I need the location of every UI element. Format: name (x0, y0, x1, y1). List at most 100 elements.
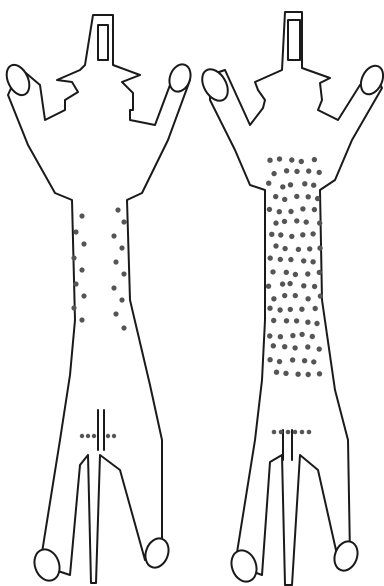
dot (294, 169, 299, 174)
dot (299, 307, 304, 312)
dot (307, 430, 312, 435)
dot (115, 207, 120, 212)
dot (317, 170, 322, 175)
dot (81, 241, 86, 246)
dot (318, 293, 323, 298)
dot (92, 434, 96, 438)
dot (271, 296, 276, 301)
dot (292, 345, 297, 350)
dot (306, 372, 311, 377)
dot (312, 207, 317, 212)
dot (295, 372, 300, 377)
dot (79, 317, 84, 322)
dot (299, 159, 304, 164)
right-figure-body-outline (210, 12, 382, 585)
dot (271, 171, 276, 176)
dot (311, 359, 316, 364)
dot (283, 371, 288, 376)
dot (273, 194, 278, 199)
dot (282, 197, 287, 202)
dot (79, 213, 84, 218)
left-hand-right (166, 61, 194, 94)
dot (284, 168, 289, 173)
dot (269, 232, 274, 237)
dot (317, 220, 322, 225)
right-foot-left (227, 547, 260, 585)
dot (294, 194, 299, 199)
dot (282, 246, 287, 251)
dot (79, 267, 84, 272)
dot (266, 284, 271, 289)
dot (277, 156, 282, 161)
dot (267, 158, 272, 163)
dot (306, 168, 311, 173)
dot (277, 359, 282, 364)
dot (310, 259, 315, 264)
dot (73, 229, 78, 234)
dot (112, 434, 116, 438)
dot (278, 334, 283, 339)
dot (299, 332, 304, 337)
dot (307, 246, 312, 251)
dot (267, 333, 272, 338)
dot (312, 284, 317, 289)
dot (113, 311, 118, 316)
dot (289, 234, 294, 239)
dot (310, 334, 315, 339)
dot (121, 271, 126, 276)
dot (111, 233, 116, 238)
dot (119, 245, 124, 250)
dot (305, 271, 310, 276)
dot (267, 306, 272, 311)
dot (290, 357, 295, 362)
left-foot-left (30, 546, 63, 584)
dot (300, 232, 305, 237)
dot (268, 255, 273, 260)
dot (313, 306, 318, 311)
dot (71, 255, 76, 260)
dot (80, 434, 84, 438)
dot (282, 344, 287, 349)
dot (305, 320, 310, 325)
dot (288, 182, 293, 187)
dot (121, 325, 126, 330)
dot (302, 358, 307, 363)
dot (86, 434, 90, 438)
dot (111, 285, 116, 290)
dot (273, 243, 278, 248)
dot (267, 357, 272, 362)
dot (119, 297, 124, 302)
dot (314, 321, 319, 326)
dot (300, 206, 305, 211)
dot (317, 270, 322, 275)
dot (317, 371, 322, 376)
dot (287, 281, 292, 286)
dot (73, 281, 78, 286)
right-hand-left (197, 65, 233, 105)
dot (106, 434, 110, 438)
dot (271, 318, 276, 323)
dot (306, 194, 311, 199)
dot (267, 207, 272, 212)
dot (81, 293, 86, 298)
dot (290, 333, 295, 338)
dot (302, 181, 307, 186)
dot (304, 219, 309, 224)
right-head-notch (288, 20, 300, 60)
dot (274, 370, 279, 375)
dot (288, 307, 293, 312)
dot (301, 258, 306, 263)
right-figure (197, 12, 384, 585)
dot (317, 245, 322, 250)
dot (294, 318, 299, 323)
dot (301, 283, 306, 288)
dot (270, 269, 275, 274)
left-figure-body-outline (8, 15, 190, 583)
dot (317, 346, 322, 351)
dot (311, 183, 316, 188)
dot (273, 220, 278, 225)
left-foot-right (142, 535, 173, 571)
dot (305, 296, 310, 301)
left-figure-dots (71, 207, 126, 438)
dot (277, 209, 282, 214)
